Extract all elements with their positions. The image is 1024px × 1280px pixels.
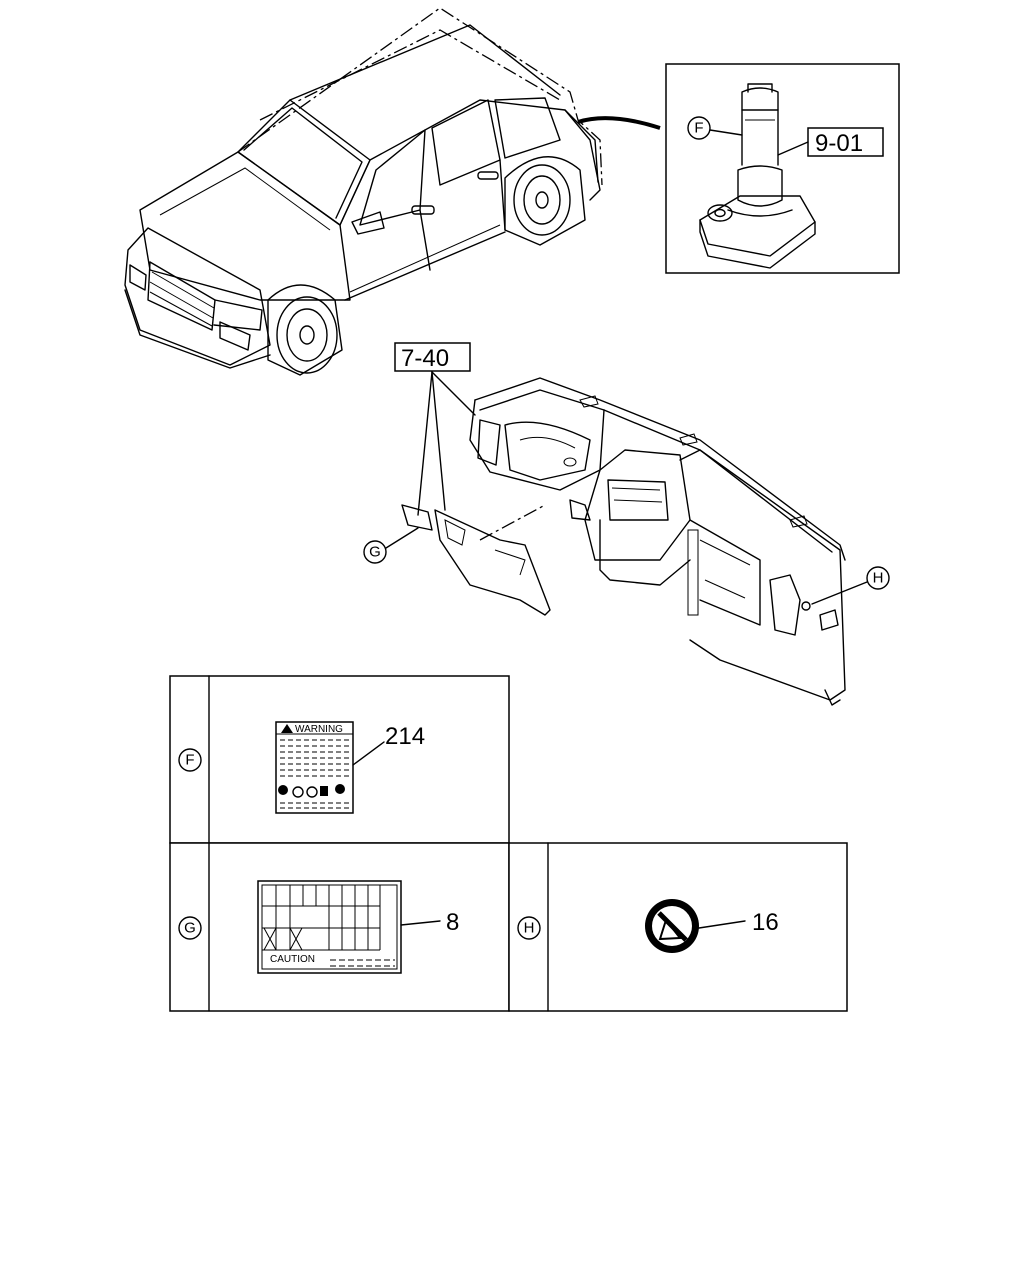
marker-h: H	[873, 570, 884, 587]
part-number-16: 16	[752, 909, 779, 936]
warning-label-title: WARNING	[295, 724, 343, 735]
jack-inset: F 9-01	[665, 63, 900, 274]
reference-9-01: 9-01	[815, 130, 863, 157]
part-number-8: 8	[446, 909, 459, 936]
round-label: 16	[645, 899, 779, 953]
dashboard-illustration: 7-40	[363, 342, 890, 706]
caution-label: CAUTION 8	[257, 880, 459, 974]
warning-label: WARNING 214	[275, 721, 425, 814]
marker-f: F	[694, 120, 703, 137]
caution-label-title: CAUTION	[270, 954, 315, 965]
table-marker-f: F	[185, 752, 194, 769]
part-number-214: 214	[385, 723, 425, 750]
marker-g: G	[369, 544, 381, 561]
vehicle-illustration	[124, 7, 661, 376]
reference-7-40: 7-40	[401, 345, 449, 372]
table-marker-g: G	[184, 920, 196, 937]
label-table: F G H WARNING	[169, 675, 848, 1012]
table-marker-h: H	[524, 920, 535, 937]
